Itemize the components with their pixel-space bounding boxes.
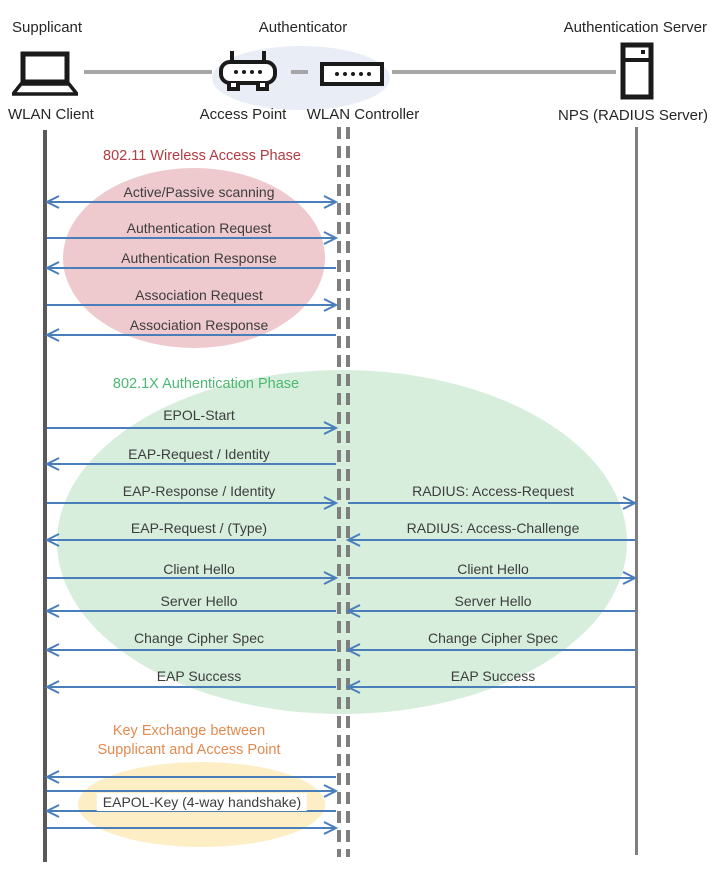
message-label: Change Cipher Spec (134, 630, 264, 646)
message-label: Client Hello (457, 561, 529, 577)
device-label-nps-radius-server: NPS (RADIUS Server) (557, 107, 709, 124)
arrowhead-right (323, 571, 339, 585)
message-label: EPOL-Start (163, 407, 235, 423)
message-arrow (44, 804, 336, 818)
message-label: EAP-Request / (Type) (130, 520, 268, 536)
phase1-ellipse (63, 168, 325, 348)
message-arrow (348, 571, 638, 585)
connector-controller-server (392, 70, 616, 74)
message-label: Change Cipher Spec (428, 630, 558, 646)
message-arrow (345, 604, 635, 618)
message-arrow (47, 421, 339, 435)
message-label: EAP Success (450, 668, 536, 684)
message-label: Client Hello (163, 561, 235, 577)
message-label: Association Response (129, 317, 269, 333)
connector-ap-controller (291, 70, 308, 74)
message-arrow (47, 784, 339, 798)
message-label: EAPOL-Key (4-way handshake) (96, 793, 308, 811)
message-arrow (348, 496, 638, 510)
message-label: Server Hello (160, 593, 238, 609)
phase3-title-line1: Key Exchange between (112, 723, 266, 739)
message-arrow (47, 821, 339, 835)
arrowhead-left (345, 680, 361, 694)
arrowhead-left (44, 328, 60, 342)
arrowhead-right (622, 571, 638, 585)
device-label-wlan-client: WLAN Client (8, 106, 94, 123)
message-arrow (47, 231, 339, 245)
server-icon (620, 42, 654, 100)
arrowhead-left (44, 770, 60, 784)
arrowhead-left (44, 533, 60, 547)
message-arrow (345, 643, 635, 657)
role-label-authenticator: Authenticator (258, 19, 348, 36)
arrowhead-left (44, 643, 60, 657)
arrowhead-right (323, 421, 339, 435)
arrowhead-left (345, 604, 361, 618)
arrowhead-right (323, 821, 339, 835)
wlan-controller-icon (320, 62, 384, 86)
device-label-access-point: Access Point (199, 106, 287, 123)
message-label: Active/Passive scanning (123, 184, 275, 200)
message-arrow (47, 298, 339, 312)
phase1-title: 802.11 Wireless Access Phase (103, 148, 301, 164)
message-arrow (44, 643, 336, 657)
phase2-title: 802.1X Authentication Phase (112, 376, 300, 392)
message-arrow (47, 496, 339, 510)
message-arrow (44, 261, 336, 275)
laptop-icon (12, 51, 78, 96)
arrowhead-right (323, 496, 339, 510)
message-arrow (47, 571, 339, 585)
lifeline-wlan-controller-dashed-right (346, 127, 350, 857)
arrowhead-left (44, 261, 60, 275)
message-label: RADIUS: Access-Request (412, 483, 574, 499)
message-label: Server Hello (454, 593, 532, 609)
connector-client-ap (84, 70, 212, 74)
arrowhead-right (323, 298, 339, 312)
message-arrow (345, 533, 635, 547)
message-label: Association Request (135, 287, 263, 303)
phase3-title-line2: Supplicant and Access Point (97, 742, 281, 758)
message-label: RADIUS: Access-Challenge (406, 520, 580, 536)
arrowhead-right (323, 784, 339, 798)
arrowhead-right (622, 496, 638, 510)
arrowhead-right (323, 231, 339, 245)
message-label: Authentication Request (126, 220, 272, 236)
message-label: EAP-Request / Identity (128, 446, 270, 462)
message-arrow (44, 770, 336, 784)
message-arrow (44, 328, 336, 342)
message-arrow (44, 457, 336, 471)
arrowhead-left (345, 643, 361, 657)
role-label-authentication-server: Authentication Server (563, 19, 707, 36)
message-arrow (345, 680, 635, 694)
lifeline-wlan-client (43, 130, 47, 862)
role-label-supplicant: Supplicant (12, 19, 83, 36)
message-label: EAP Success (156, 668, 242, 684)
message-arrow (44, 195, 339, 209)
access-point-icon (219, 51, 277, 91)
message-arrow (44, 680, 336, 694)
arrowhead-right (323, 195, 339, 209)
lifeline-nps-server (635, 127, 638, 855)
lifeline-wlan-controller-dashed-left (337, 127, 341, 857)
arrowhead-left (44, 604, 60, 618)
device-label-wlan-controller: WLAN Controller (306, 106, 420, 123)
message-arrow (44, 604, 336, 618)
arrowhead-left (44, 195, 60, 209)
arrowhead-left (44, 680, 60, 694)
arrowhead-left (44, 457, 60, 471)
message-label: Authentication Response (121, 250, 277, 266)
message-label: EAP-Response / Identity (122, 483, 276, 499)
arrowhead-left (345, 533, 361, 547)
message-arrow (44, 533, 336, 547)
phase3-title: Key Exchange between Supplicant and Acce… (98, 722, 281, 760)
arrowhead-left (44, 804, 60, 818)
